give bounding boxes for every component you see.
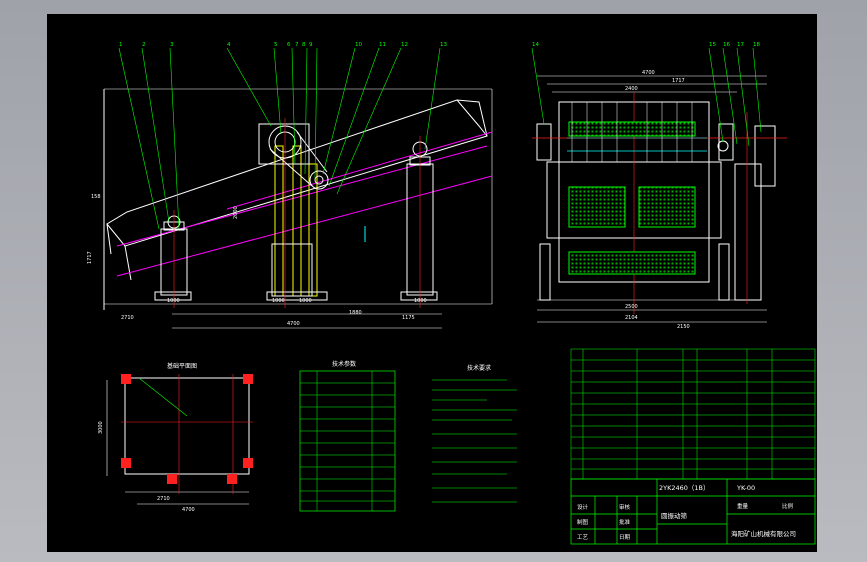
dim-1000-a: 1000 [167,298,180,304]
dim-158: 158 [91,194,101,200]
dim-1000-b: 1000 [272,298,285,304]
balloon-18: 18 [753,42,760,48]
balloon-3: 3 [170,42,174,48]
dimension-labels: 2710 4700 1000 1000 1000 1000 1880 1175 … [87,70,690,513]
tech-params-table [299,370,396,512]
end-dim-2150: 2150 [677,324,690,330]
balloon-8: 8 [302,42,306,48]
dim-2710: 2710 [121,315,134,321]
model-number: 2YK2460（1B） [659,484,710,492]
title-block-text: 2YK2460（1B） YK-00 圆振动筛 海阳矿山机械有限公司 设计 审核 … [577,484,796,541]
end-dim-2500: 2500 [625,304,638,310]
foundation-plan [106,374,253,505]
tech-params-title: 技术参数 [332,360,356,368]
approver-label: 批准 [619,518,631,526]
end-dim-4700: 4700 [642,70,655,76]
checker-label: 审核 [619,503,631,511]
balloon-1: 1 [119,42,123,48]
company-name: 海阳矿山机械有限公司 [731,529,796,538]
plan-dim-3000: 3000 [98,421,104,434]
mesh-panels [568,121,696,275]
scale-label: 比例 [782,502,794,510]
drawing-number: YK-00 [736,484,755,492]
balloon-16: 16 [723,42,730,48]
weight-label: 重量 [737,502,749,510]
process-label: 工艺 [577,534,589,541]
dim-2000: 2000 [233,206,239,219]
balloon-5: 5 [274,42,278,48]
dim-1880: 1880 [349,310,362,316]
dim-1175: 1175 [402,315,415,321]
end-dim-1717: 1717 [672,78,685,84]
end-dim-2400: 2400 [625,86,638,92]
end-dim-2104: 2104 [625,315,638,321]
balloon-14: 14 [532,42,539,48]
plan-dim-2710: 2710 [157,496,170,502]
balloon-13: 13 [440,42,447,48]
foundation-plan-title: 基础平面图 [167,362,197,370]
balloon-17: 17 [737,42,744,48]
balloon-4: 4 [227,42,231,48]
tech-req-title: 技术要求 [467,364,491,372]
balloon-10: 10 [355,42,362,48]
dim-1000-d: 1000 [414,298,427,304]
balloon-9: 9 [309,42,313,48]
balloon-7: 7 [295,42,299,48]
balloon-2: 2 [142,42,146,48]
side-view [103,47,493,329]
end-view [531,47,787,323]
balloon-6: 6 [287,42,291,48]
dim-4700: 4700 [287,321,300,327]
designer-label: 设计 [577,503,589,511]
dim-1000-c: 1000 [299,298,312,304]
balloon-15: 15 [709,42,716,48]
drawing-name: 圆振动筛 [661,511,688,520]
dim-1717: 1717 [87,251,93,264]
tech-requirements [432,379,517,503]
date-label: 日期 [619,534,631,541]
title-block [570,478,816,545]
drafter-label: 制图 [577,518,589,526]
plan-dim-4700: 4700 [182,507,195,513]
balloon-12: 12 [401,42,408,48]
balloon-11: 11 [379,42,386,48]
bom-table [570,348,816,480]
